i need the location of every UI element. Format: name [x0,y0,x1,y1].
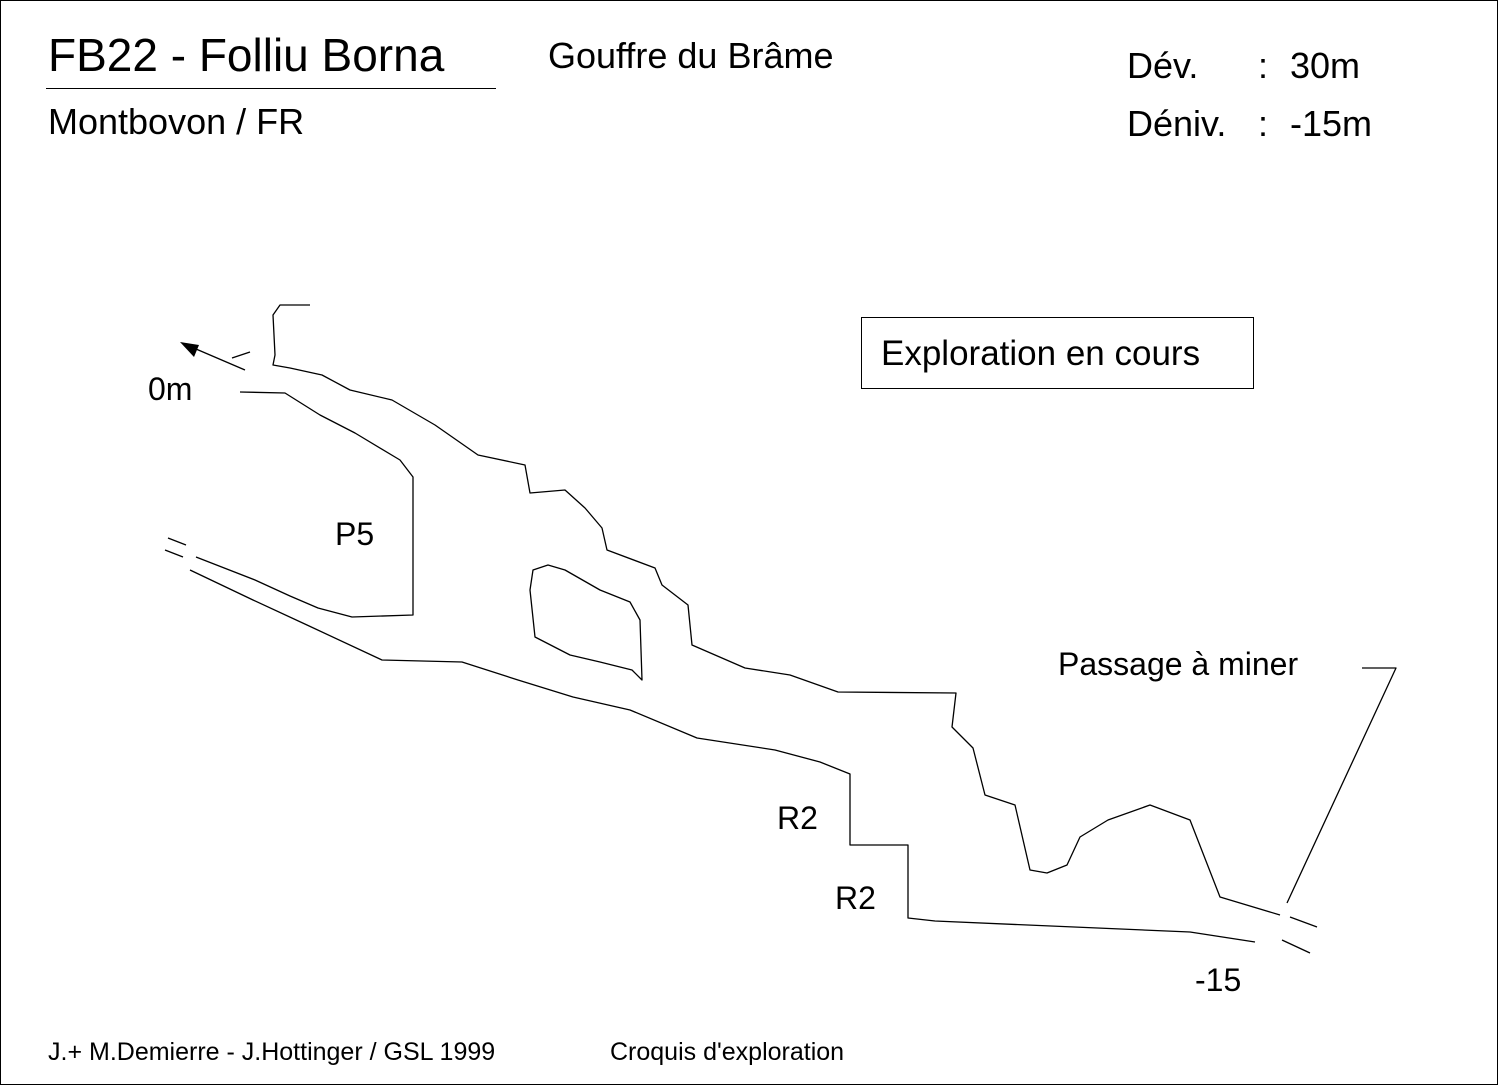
floor-wall [189,569,1256,943]
depth-colon: : [1258,103,1269,144]
step-label-1: R2 [777,800,818,836]
development-colon: : [1258,45,1269,86]
cave-name: Gouffre du Brâme [548,35,834,76]
step-label-2: R2 [835,880,876,916]
dig-note-label: Passage à miner [1058,646,1299,682]
footer-authors: J.+ M.Demierre - J.Hottinger / GSL 1999 [48,1038,496,1066]
pitch-wall [195,391,414,618]
end-depth-label: -15 [1195,962,1242,998]
title-underline [46,88,496,89]
entrance-arrow [180,342,251,371]
ceiling-wall [272,304,1281,916]
pitch-label: P5 [335,516,375,552]
development-value: 30m [1290,45,1361,86]
status-text: Exploration en cours [881,334,1201,373]
break-marks [164,537,1318,954]
dig-note-leader [1286,667,1397,904]
rock-pillar [529,564,643,681]
depth-value: -15m [1290,103,1373,144]
location: Montbovon / FR [48,101,305,142]
survey-title: FB22 - Folliu Borna [48,29,445,81]
status-box [861,317,1254,389]
depth-label: Déniv. [1127,103,1227,144]
footer-doc-type: Croquis d'exploration [610,1038,845,1066]
entrance-depth-label: 0m [148,371,193,407]
development-label: Dév. [1127,45,1199,86]
